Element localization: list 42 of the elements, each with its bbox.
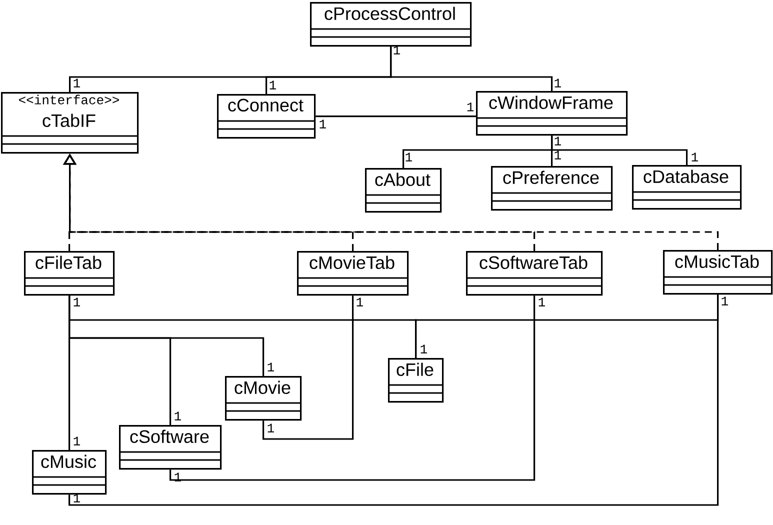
multiplicity-label: 1 (722, 296, 728, 306)
multiplicity-label: 1 (467, 102, 474, 112)
multiplicity-label: 1 (174, 412, 181, 420)
association-line (262, 296, 354, 440)
class-box: cFile (388, 358, 444, 403)
association-line (170, 296, 536, 481)
class-box: cProcessControl (310, 2, 472, 47)
class-box: <<interface>> cTabIF (1, 92, 139, 154)
association-line (68, 296, 264, 376)
association-line (68, 294, 719, 506)
multiplicity-label: 1 (554, 78, 561, 88)
multiplicity-label: 1 (74, 78, 80, 88)
multiplicity-label: 1 (692, 152, 698, 162)
association-line (316, 116, 476, 118)
multiplicity-label: 1 (394, 46, 400, 54)
class-box: cSoftware (119, 425, 222, 470)
multiplicity-label: 1 (268, 362, 274, 372)
class-box: cMusic (32, 450, 107, 495)
multiplicity-label: 1 (74, 436, 80, 446)
association-line (551, 136, 688, 165)
multiplicity-label: 1 (320, 120, 326, 128)
multiplicity-label: 1 (554, 136, 561, 146)
multiplicity-label: 1 (268, 424, 274, 432)
multiplicity-label: 1 (554, 150, 561, 160)
multiplicity-label: 1 (74, 494, 80, 502)
class-box: cSoftwareTab (466, 251, 603, 296)
class-box: cAbout (365, 168, 442, 213)
multiplicity-label: 1 (538, 298, 545, 306)
class-box: cMovieTab (297, 251, 409, 296)
class-box: cDatabase (632, 165, 742, 210)
class-box: cFileTab (24, 251, 115, 296)
class-box: cWindowFrame (476, 91, 628, 136)
association-line (390, 46, 553, 91)
multiplicity-label: 1 (406, 152, 412, 162)
class-box: cMovie (225, 376, 302, 421)
multiplicity-label: 1 (356, 298, 363, 306)
multiplicity-label: 1 (74, 298, 80, 306)
class-box: cMusicTab (663, 250, 773, 295)
class-box: cConnect (217, 94, 316, 139)
multiplicity-label: 1 (270, 80, 276, 90)
class-box: cPreference (491, 166, 613, 211)
multiplicity-label: 1 (420, 344, 427, 354)
